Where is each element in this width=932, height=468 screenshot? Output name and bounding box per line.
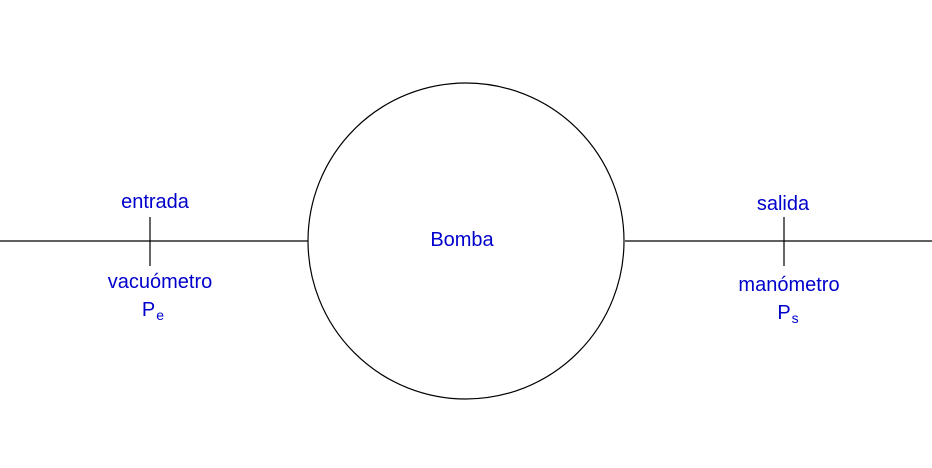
inlet-pressure-letter: P xyxy=(141,299,156,321)
outlet-pressure-subscript: s xyxy=(791,310,799,326)
inlet-label: entrada xyxy=(121,191,189,213)
pump-label: Bomba xyxy=(430,229,494,251)
outlet-pressure-symbol: Ps xyxy=(777,301,798,326)
inlet-pressure-symbol: Pe xyxy=(142,298,164,323)
inlet-gauge-label: vacuómetro xyxy=(107,271,213,293)
outlet-gauge-label: manómetro xyxy=(738,274,840,296)
pump-circle xyxy=(307,82,625,400)
inlet-pressure-subscript: e xyxy=(156,307,165,323)
outlet-pressure-letter: P xyxy=(777,302,791,324)
outlet-label: salida xyxy=(756,193,810,215)
